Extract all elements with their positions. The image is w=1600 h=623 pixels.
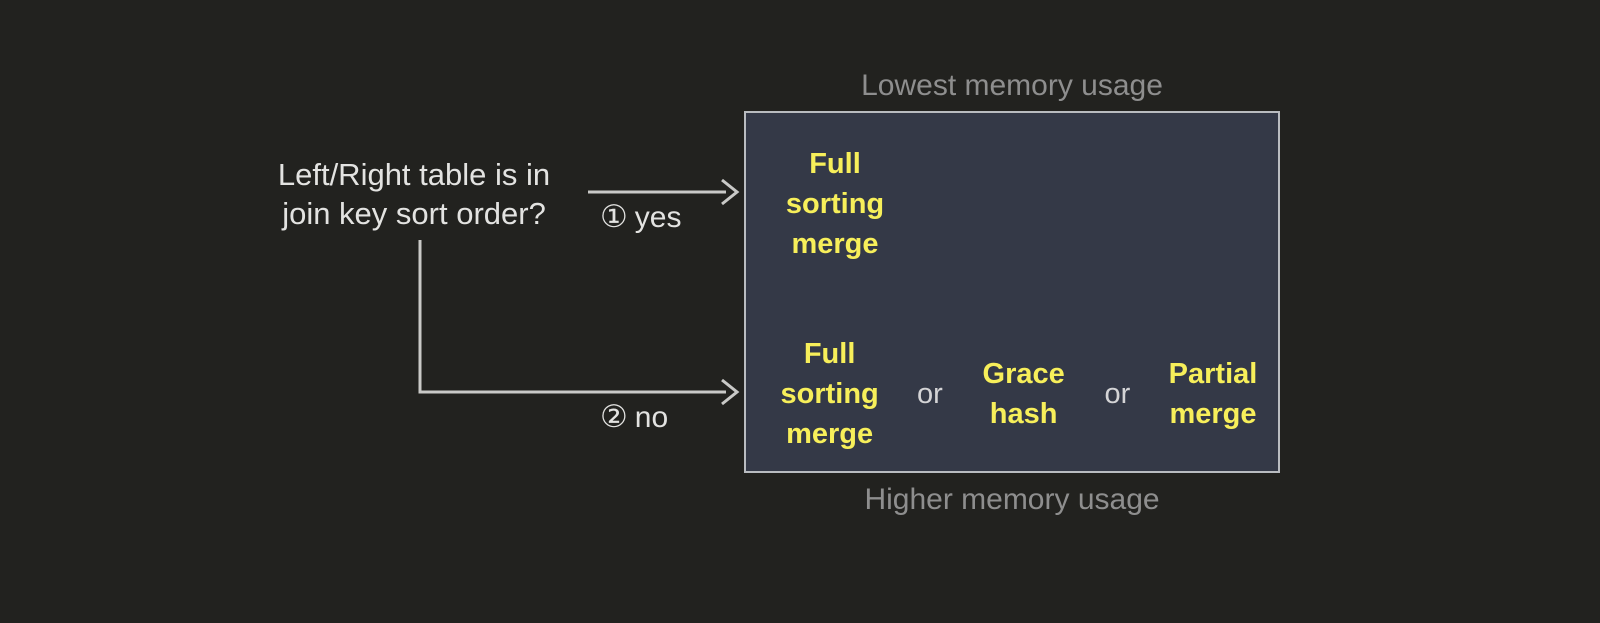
option-grace-hash: Grace hash	[982, 358, 1065, 430]
branch-marker-1: ①	[600, 199, 628, 234]
branch-no-line	[418, 240, 726, 394]
caption-higher-memory: Higher memory usage	[864, 483, 1160, 516]
decision-question: Left/Right table is in join key sort ord…	[277, 157, 551, 231]
result-row-top: Full sorting merge	[746, 139, 1278, 269]
result-row-bottom: Full sorting merge or Grace hash or Part…	[746, 329, 1278, 459]
branch-yes-arrowhead	[721, 178, 740, 206]
branch-text-2: no	[634, 401, 669, 434]
option-partial-merge: Partial merge	[1168, 358, 1258, 430]
option-full-sorting-merge-top: Full sorting merge	[785, 148, 885, 260]
separator-or-2: or	[1104, 378, 1131, 410]
result-box: Full sorting merge Full sorting merge or…	[744, 111, 1280, 473]
separator-or-1: or	[916, 378, 943, 410]
option-full-sorting-merge-bottom: Full sorting merge	[780, 338, 879, 450]
branch-no-arrowhead	[721, 378, 740, 406]
branch-marker-2: ②	[600, 399, 628, 434]
caption-lowest-memory: Lowest memory usage	[861, 69, 1163, 102]
branch-text-1: yes	[634, 201, 682, 234]
